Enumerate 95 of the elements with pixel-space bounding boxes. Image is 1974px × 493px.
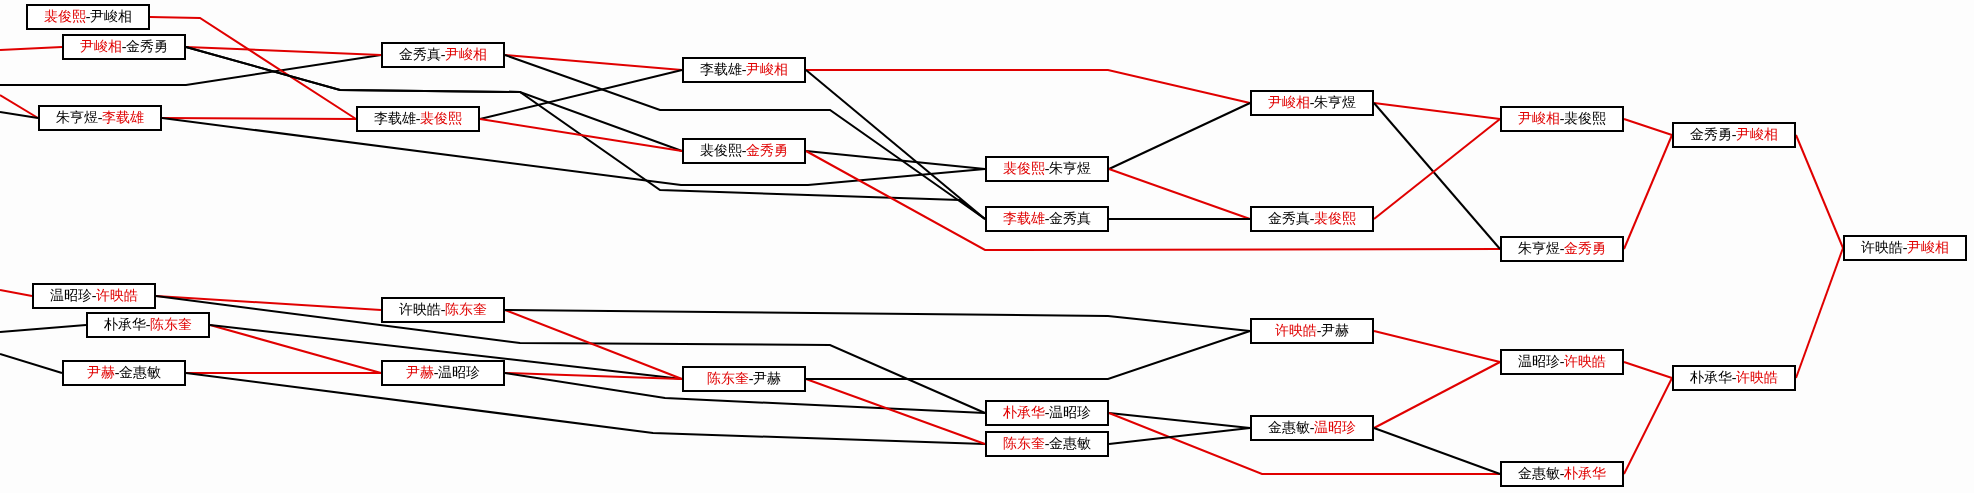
match-label: 许映皓-尹赫 bbox=[1274, 324, 1350, 338]
match-box bbox=[1250, 206, 1374, 232]
bracket-line bbox=[479, 118, 683, 152]
bracket-line bbox=[1623, 134, 1673, 250]
match-label: 尹峻相-金秀勇 bbox=[79, 40, 169, 54]
match-label: 朴承华-陈东奎 bbox=[103, 318, 193, 332]
match-box bbox=[32, 283, 156, 309]
match-box bbox=[381, 42, 505, 68]
bracket-line bbox=[805, 378, 986, 445]
match-box bbox=[1500, 349, 1624, 375]
match-box bbox=[682, 57, 806, 83]
match-label: 朴承华-温昭珍 bbox=[1002, 406, 1092, 420]
match-box bbox=[1250, 415, 1374, 441]
match-label: 温昭珍-许映皓 bbox=[1517, 355, 1607, 369]
bracket-line bbox=[805, 69, 1251, 104]
match-label: 尹赫-温昭珍 bbox=[405, 366, 481, 380]
bracket-line bbox=[479, 69, 683, 120]
match-label: 尹峻相-裴俊熙 bbox=[1517, 112, 1607, 126]
bracket-line bbox=[504, 54, 683, 71]
bracket-line bbox=[149, 16, 357, 120]
match-label: 许映皓-尹峻相 bbox=[1860, 241, 1950, 255]
bracket-line bbox=[0, 111, 39, 119]
match-label: 朱亨煜-金秀勇 bbox=[1517, 242, 1607, 256]
match-box bbox=[985, 400, 1109, 426]
match-box bbox=[1250, 90, 1374, 116]
match-label: 李载雄-金秀真 bbox=[1002, 212, 1092, 226]
match-box bbox=[985, 206, 1109, 232]
bracket-line bbox=[504, 309, 683, 380]
match-box bbox=[1500, 236, 1624, 262]
match-label: 金秀真-尹峻相 bbox=[398, 48, 488, 62]
bracket-line bbox=[805, 330, 1251, 380]
match-box bbox=[381, 360, 505, 386]
match-box bbox=[62, 34, 186, 60]
match-box bbox=[381, 297, 505, 323]
match-label: 金秀勇-尹峻相 bbox=[1689, 128, 1779, 142]
match-box bbox=[985, 156, 1109, 182]
bracket-line bbox=[1373, 361, 1501, 429]
match-label: 朴承华-许映皓 bbox=[1689, 371, 1779, 385]
bracket-line bbox=[805, 150, 1501, 251]
match-box bbox=[682, 366, 806, 392]
bracket-line bbox=[1373, 102, 1501, 250]
match-label: 尹峻相-朱亨煜 bbox=[1267, 96, 1357, 110]
match-box bbox=[1672, 122, 1796, 148]
bracket-line bbox=[0, 94, 39, 119]
match-box bbox=[26, 4, 150, 30]
match-label: 金秀真-裴俊熙 bbox=[1267, 212, 1357, 226]
bracket-line bbox=[1108, 168, 1251, 220]
match-label: 温昭珍-许映皓 bbox=[49, 289, 139, 303]
bracket-line bbox=[1108, 427, 1251, 445]
bracket-line bbox=[1795, 134, 1844, 249]
bracket-line bbox=[0, 353, 63, 374]
bracket-line bbox=[1108, 412, 1501, 475]
match-label: 陈东奎-尹赫 bbox=[706, 372, 782, 386]
bracket-line bbox=[209, 324, 382, 374]
match-box bbox=[1500, 461, 1624, 487]
bracket-line bbox=[805, 150, 986, 170]
match-label: 许映皓-陈东奎 bbox=[398, 303, 488, 317]
match-label: 裴俊熙-尹峻相 bbox=[43, 10, 133, 24]
bracket-line bbox=[1623, 118, 1673, 136]
bracket-line bbox=[1373, 102, 1501, 120]
bracket-line bbox=[0, 289, 33, 297]
match-box bbox=[1250, 318, 1374, 344]
match-box bbox=[1843, 235, 1967, 261]
match-box bbox=[1500, 106, 1624, 132]
bracket-line bbox=[1373, 427, 1501, 475]
bracket-line bbox=[504, 309, 1251, 332]
match-label: 金惠敏-朴承华 bbox=[1517, 467, 1607, 481]
bracket-line bbox=[155, 295, 986, 414]
match-label: 尹赫-金惠敏 bbox=[86, 366, 162, 380]
bracket-line bbox=[0, 46, 63, 51]
bracket-line bbox=[504, 372, 986, 414]
bracket-line bbox=[185, 46, 382, 56]
match-box bbox=[86, 312, 210, 338]
match-box bbox=[356, 106, 480, 132]
match-box bbox=[682, 138, 806, 164]
match-box bbox=[38, 105, 162, 131]
bracket-line bbox=[0, 324, 87, 333]
bracket-line bbox=[1373, 118, 1501, 220]
match-label: 李载雄-尹峻相 bbox=[699, 63, 789, 77]
match-label: 裴俊熙-金秀勇 bbox=[699, 144, 789, 158]
match-label: 陈东奎-金惠敏 bbox=[1002, 437, 1092, 451]
bracket-line bbox=[185, 372, 986, 445]
bracket-line bbox=[1108, 102, 1251, 170]
bracket-line bbox=[1373, 330, 1501, 363]
match-label: 李载雄-裴俊熙 bbox=[373, 112, 463, 126]
match-box bbox=[62, 360, 186, 386]
match-label: 朱亨煜-李载雄 bbox=[55, 111, 145, 125]
bracket-line bbox=[1623, 361, 1673, 379]
bracket-line bbox=[805, 69, 986, 220]
bracket-line bbox=[1623, 377, 1673, 475]
match-label: 金惠敏-温昭珍 bbox=[1267, 421, 1357, 435]
match-box bbox=[985, 431, 1109, 457]
bracket-line bbox=[1108, 218, 1251, 220]
match-label: 裴俊熙-朱亨煜 bbox=[1002, 162, 1092, 176]
match-box bbox=[1672, 365, 1796, 391]
